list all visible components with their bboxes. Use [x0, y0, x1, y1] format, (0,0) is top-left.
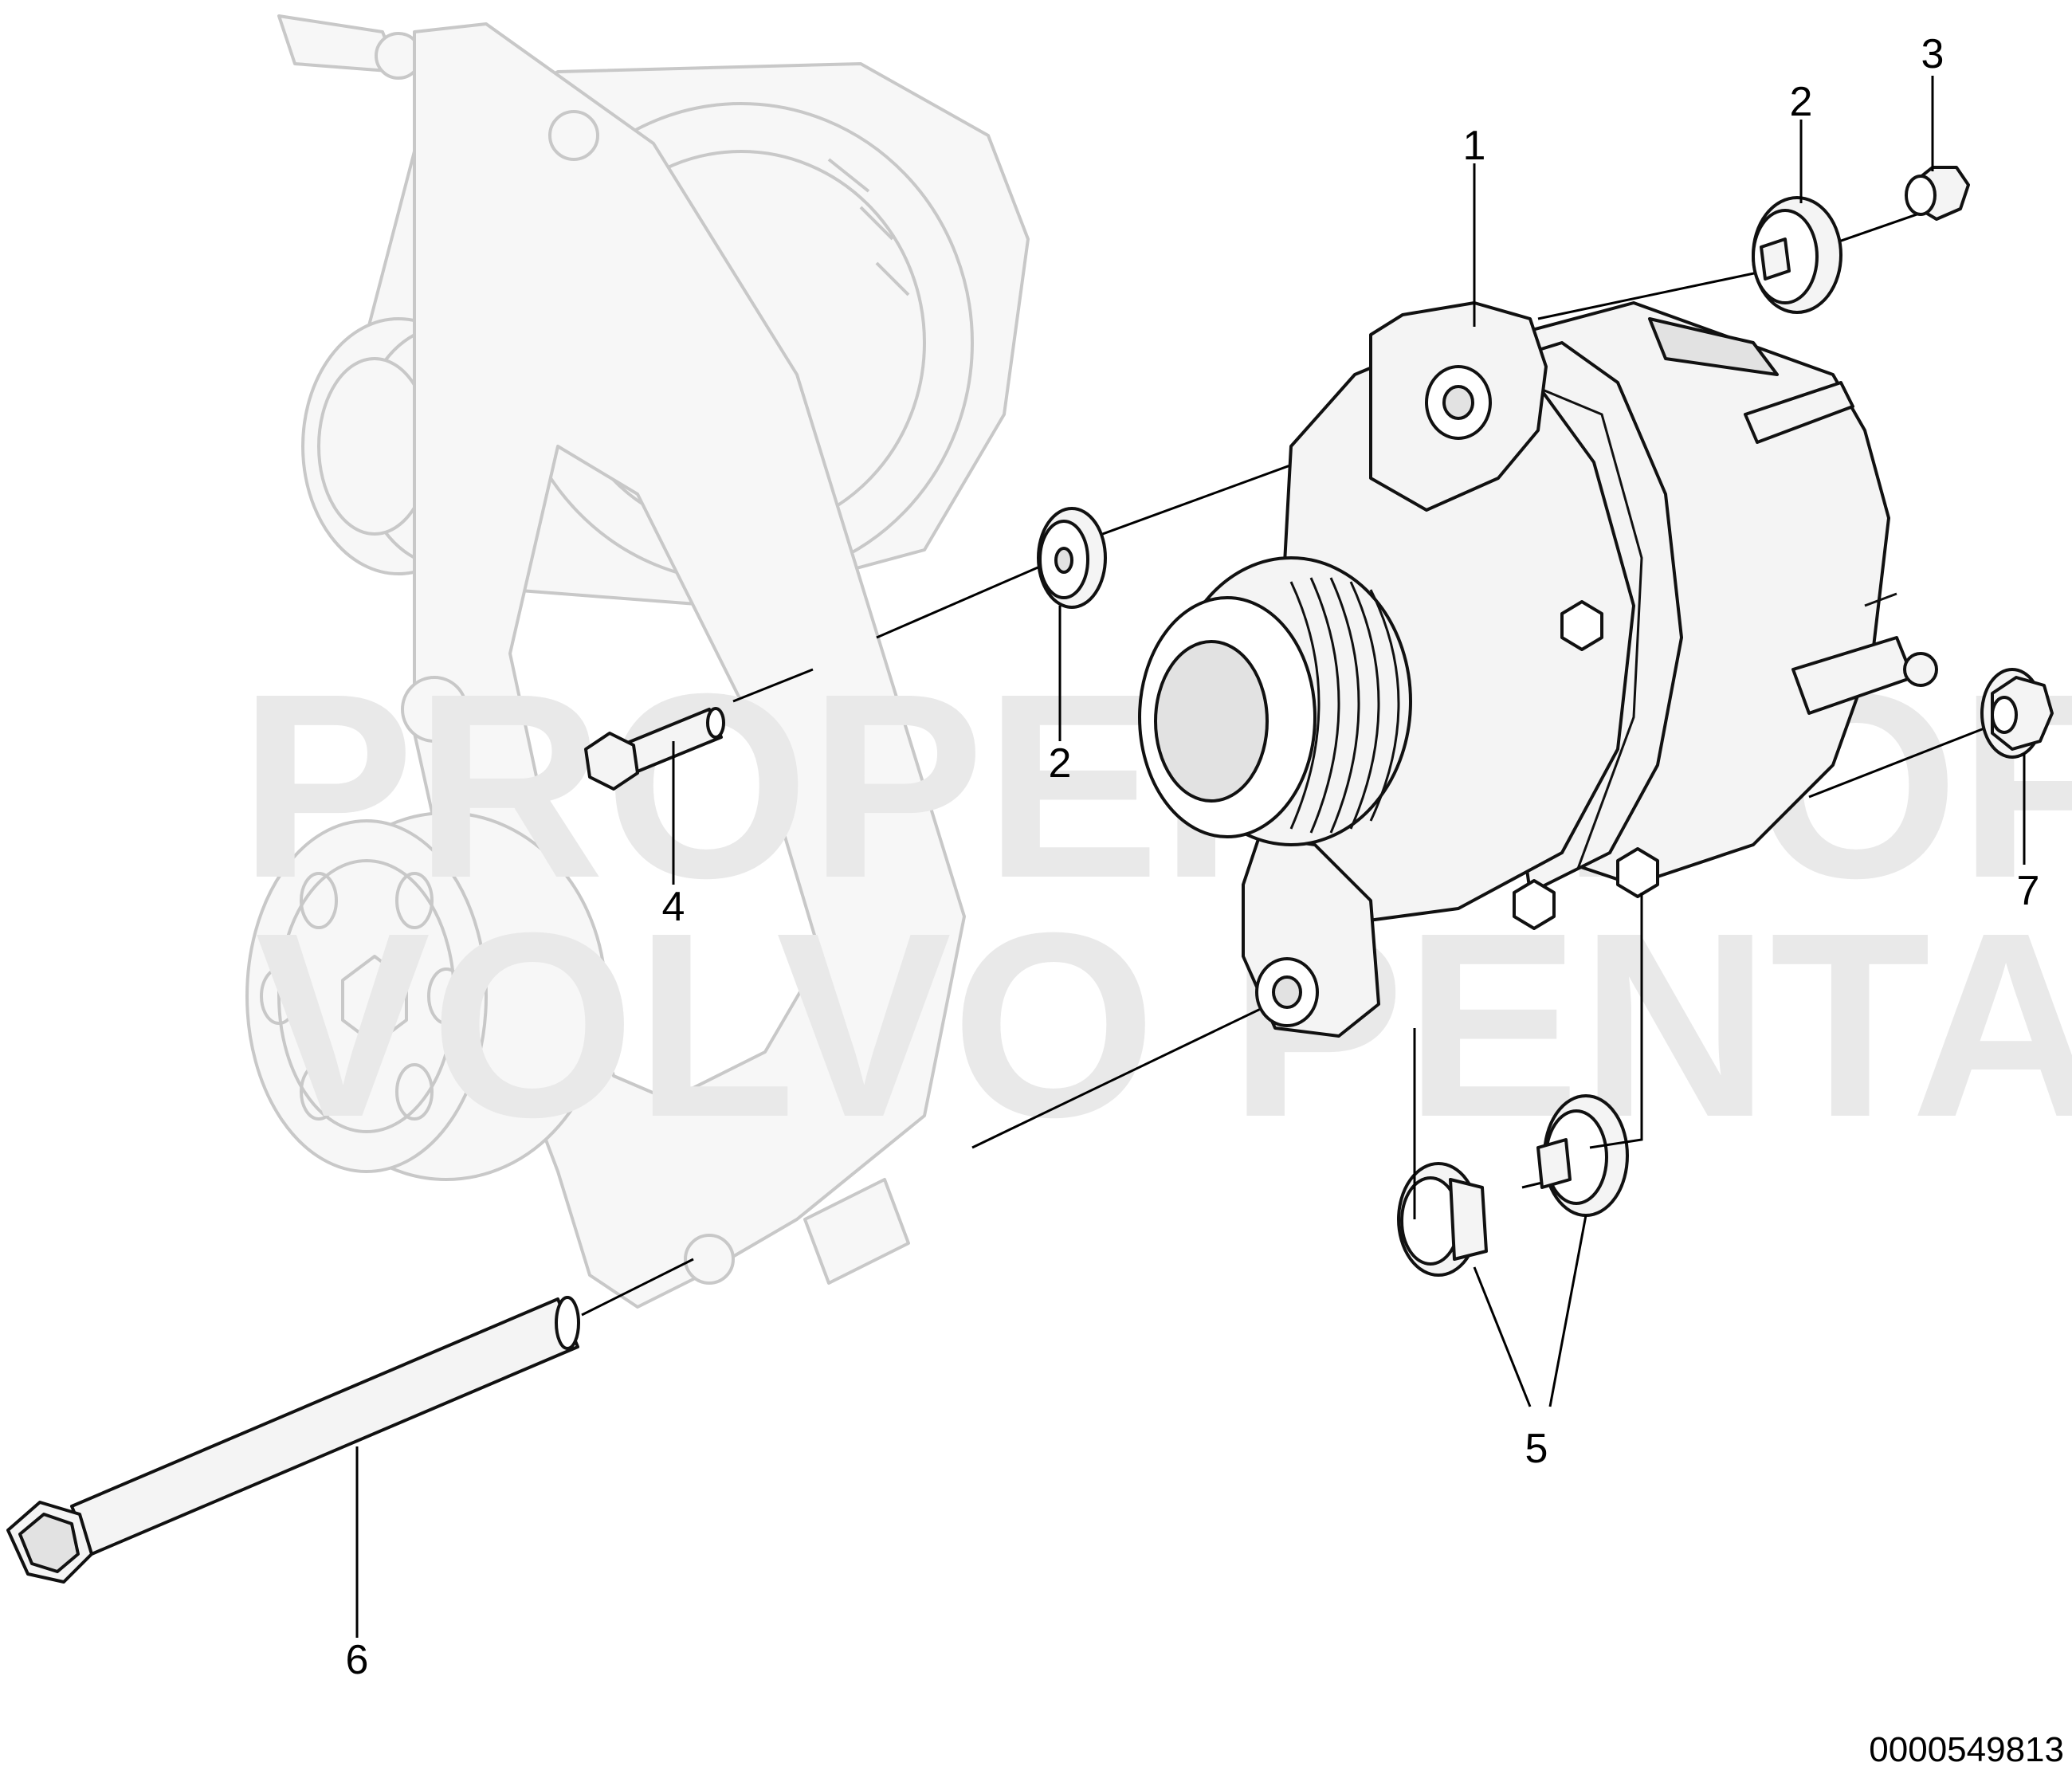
callout-labels: 1 2 3 2 4 7 5 6 [346, 31, 2040, 1683]
bolt-short [584, 707, 725, 791]
callout-6: 6 [346, 1637, 369, 1683]
callout-7: 7 [2017, 868, 2040, 914]
watermark-line-2: VOLVO PENTA [255, 877, 2072, 1172]
callout-2-upper: 2 [1790, 79, 1813, 125]
callout-leaders [355, 76, 2026, 1638]
callout-4: 4 [662, 884, 685, 930]
ghost-assembly [245, 14, 1030, 1309]
washer-middle [1037, 507, 1107, 609]
callout-2-middle: 2 [1049, 740, 1072, 787]
callout-1: 1 [1463, 123, 1486, 169]
document-number: 0000549813 [1869, 1730, 2064, 1769]
bushing-pair [1397, 1094, 1629, 1277]
bolt-long [6, 1296, 580, 1584]
flanged-nut [1980, 668, 2054, 759]
callout-5: 5 [1525, 1426, 1548, 1472]
spacer-upper [1752, 196, 1842, 314]
nut-upper [1905, 166, 1970, 221]
callout-3: 3 [1921, 31, 1944, 77]
alternator [1138, 301, 1938, 1038]
